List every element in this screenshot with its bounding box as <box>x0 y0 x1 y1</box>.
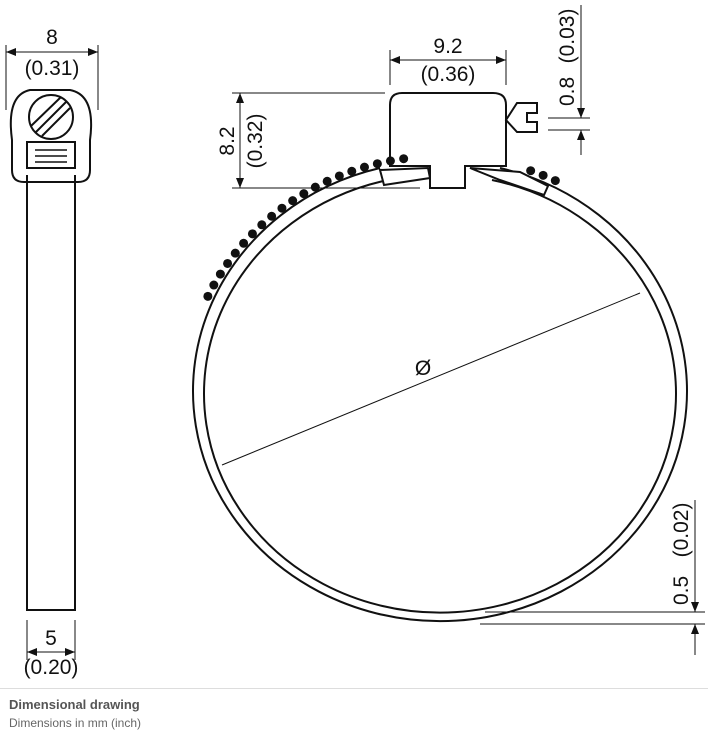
screw-mm: 0.8 <box>556 77 579 106</box>
perforation-dot <box>209 280 219 290</box>
housing-height-mm: 8.2 <box>216 126 239 155</box>
perforation-dot <box>372 159 382 169</box>
perforation-dot <box>538 170 548 180</box>
perforation-dot <box>347 166 357 176</box>
housing-width-in: (0.36) <box>421 63 476 86</box>
caption-divider <box>0 688 708 689</box>
caption-subtitle: Dimensions in mm (inch) <box>9 716 142 730</box>
perforation-dot <box>288 196 298 206</box>
perforation-dot <box>215 269 225 279</box>
band-width-in: (0.20) <box>24 656 79 679</box>
perforation-dot <box>223 258 233 268</box>
band-thickness-in: (0.02) <box>670 503 693 558</box>
perforation-dot <box>322 176 332 186</box>
screw-in: (0.03) <box>556 9 579 64</box>
caption-title: Dimensional drawing <box>9 697 140 712</box>
side-width-mm: 8 <box>46 26 58 49</box>
perforation-dot <box>550 176 560 186</box>
front-view <box>192 5 705 655</box>
band-thickness-mm: 0.5 <box>670 576 693 605</box>
band-width-mm: 5 <box>45 627 57 650</box>
housing-width-mm: 9.2 <box>433 35 462 58</box>
housing-height-in: (0.32) <box>244 114 267 169</box>
perforation-dot <box>247 229 257 239</box>
perforation-dot <box>203 291 213 301</box>
perforation-dot <box>277 203 287 213</box>
perforation-dot <box>359 162 369 172</box>
perforation-dot <box>399 154 409 164</box>
perforation-dot <box>257 220 267 230</box>
dimensional-drawing: 8 (0.31) 5 (0.20) 9.2 (0.36) 8.2 (0.32) … <box>5 5 705 679</box>
perforation-dot <box>239 238 249 248</box>
perforation-dot <box>230 248 240 258</box>
perforation-dot <box>334 171 344 181</box>
band-perforation-dots <box>203 154 560 301</box>
side-view <box>5 45 99 660</box>
perforation-dot <box>267 211 277 221</box>
perforation-dot <box>299 189 309 199</box>
diameter-symbol: Ø <box>415 357 431 380</box>
perforation-dot <box>310 182 320 192</box>
perforation-dot <box>385 156 395 166</box>
side-width-in: (0.31) <box>25 57 80 80</box>
perforation-dot <box>526 166 536 176</box>
